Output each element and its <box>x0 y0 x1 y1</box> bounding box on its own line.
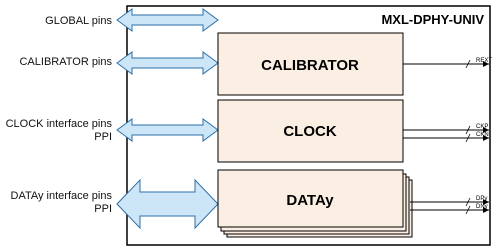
label-clock-ppi: PPI <box>94 131 112 143</box>
pin-ckn: CKN <box>476 132 489 138</box>
datay-block <box>217 169 404 228</box>
label-global-pins: GLOBAL pins <box>45 15 112 27</box>
clock-block-label: CLOCK <box>283 123 336 140</box>
label-clock-pins: CLOCK interface pins <box>6 118 113 130</box>
pin-rext: REXT <box>476 58 492 64</box>
clock-block <box>217 99 404 163</box>
ckn-slash <box>465 133 471 143</box>
pin-dny: DNy <box>476 204 488 210</box>
label-calibrator-pins: CALIBRATOR pins <box>19 56 112 68</box>
ckp-slash <box>465 125 471 135</box>
pin-ckp: CKP <box>476 124 488 130</box>
calibrator-block-label: CALIBRATOR <box>261 57 359 74</box>
datay-block-label: DATAy <box>286 192 334 209</box>
global-arrow <box>116 8 219 32</box>
rext-slash <box>465 59 471 69</box>
label-datay-ppi: PPI <box>94 203 112 215</box>
dny-slash <box>465 205 471 215</box>
calibrator-block <box>217 32 404 96</box>
label-datay-pins: DATAy interface pins <box>11 190 113 202</box>
chip-title: MXL-DPHY-UNIV <box>381 12 484 27</box>
pin-dpy: DPy <box>476 196 487 202</box>
dpy-slash <box>465 197 471 207</box>
